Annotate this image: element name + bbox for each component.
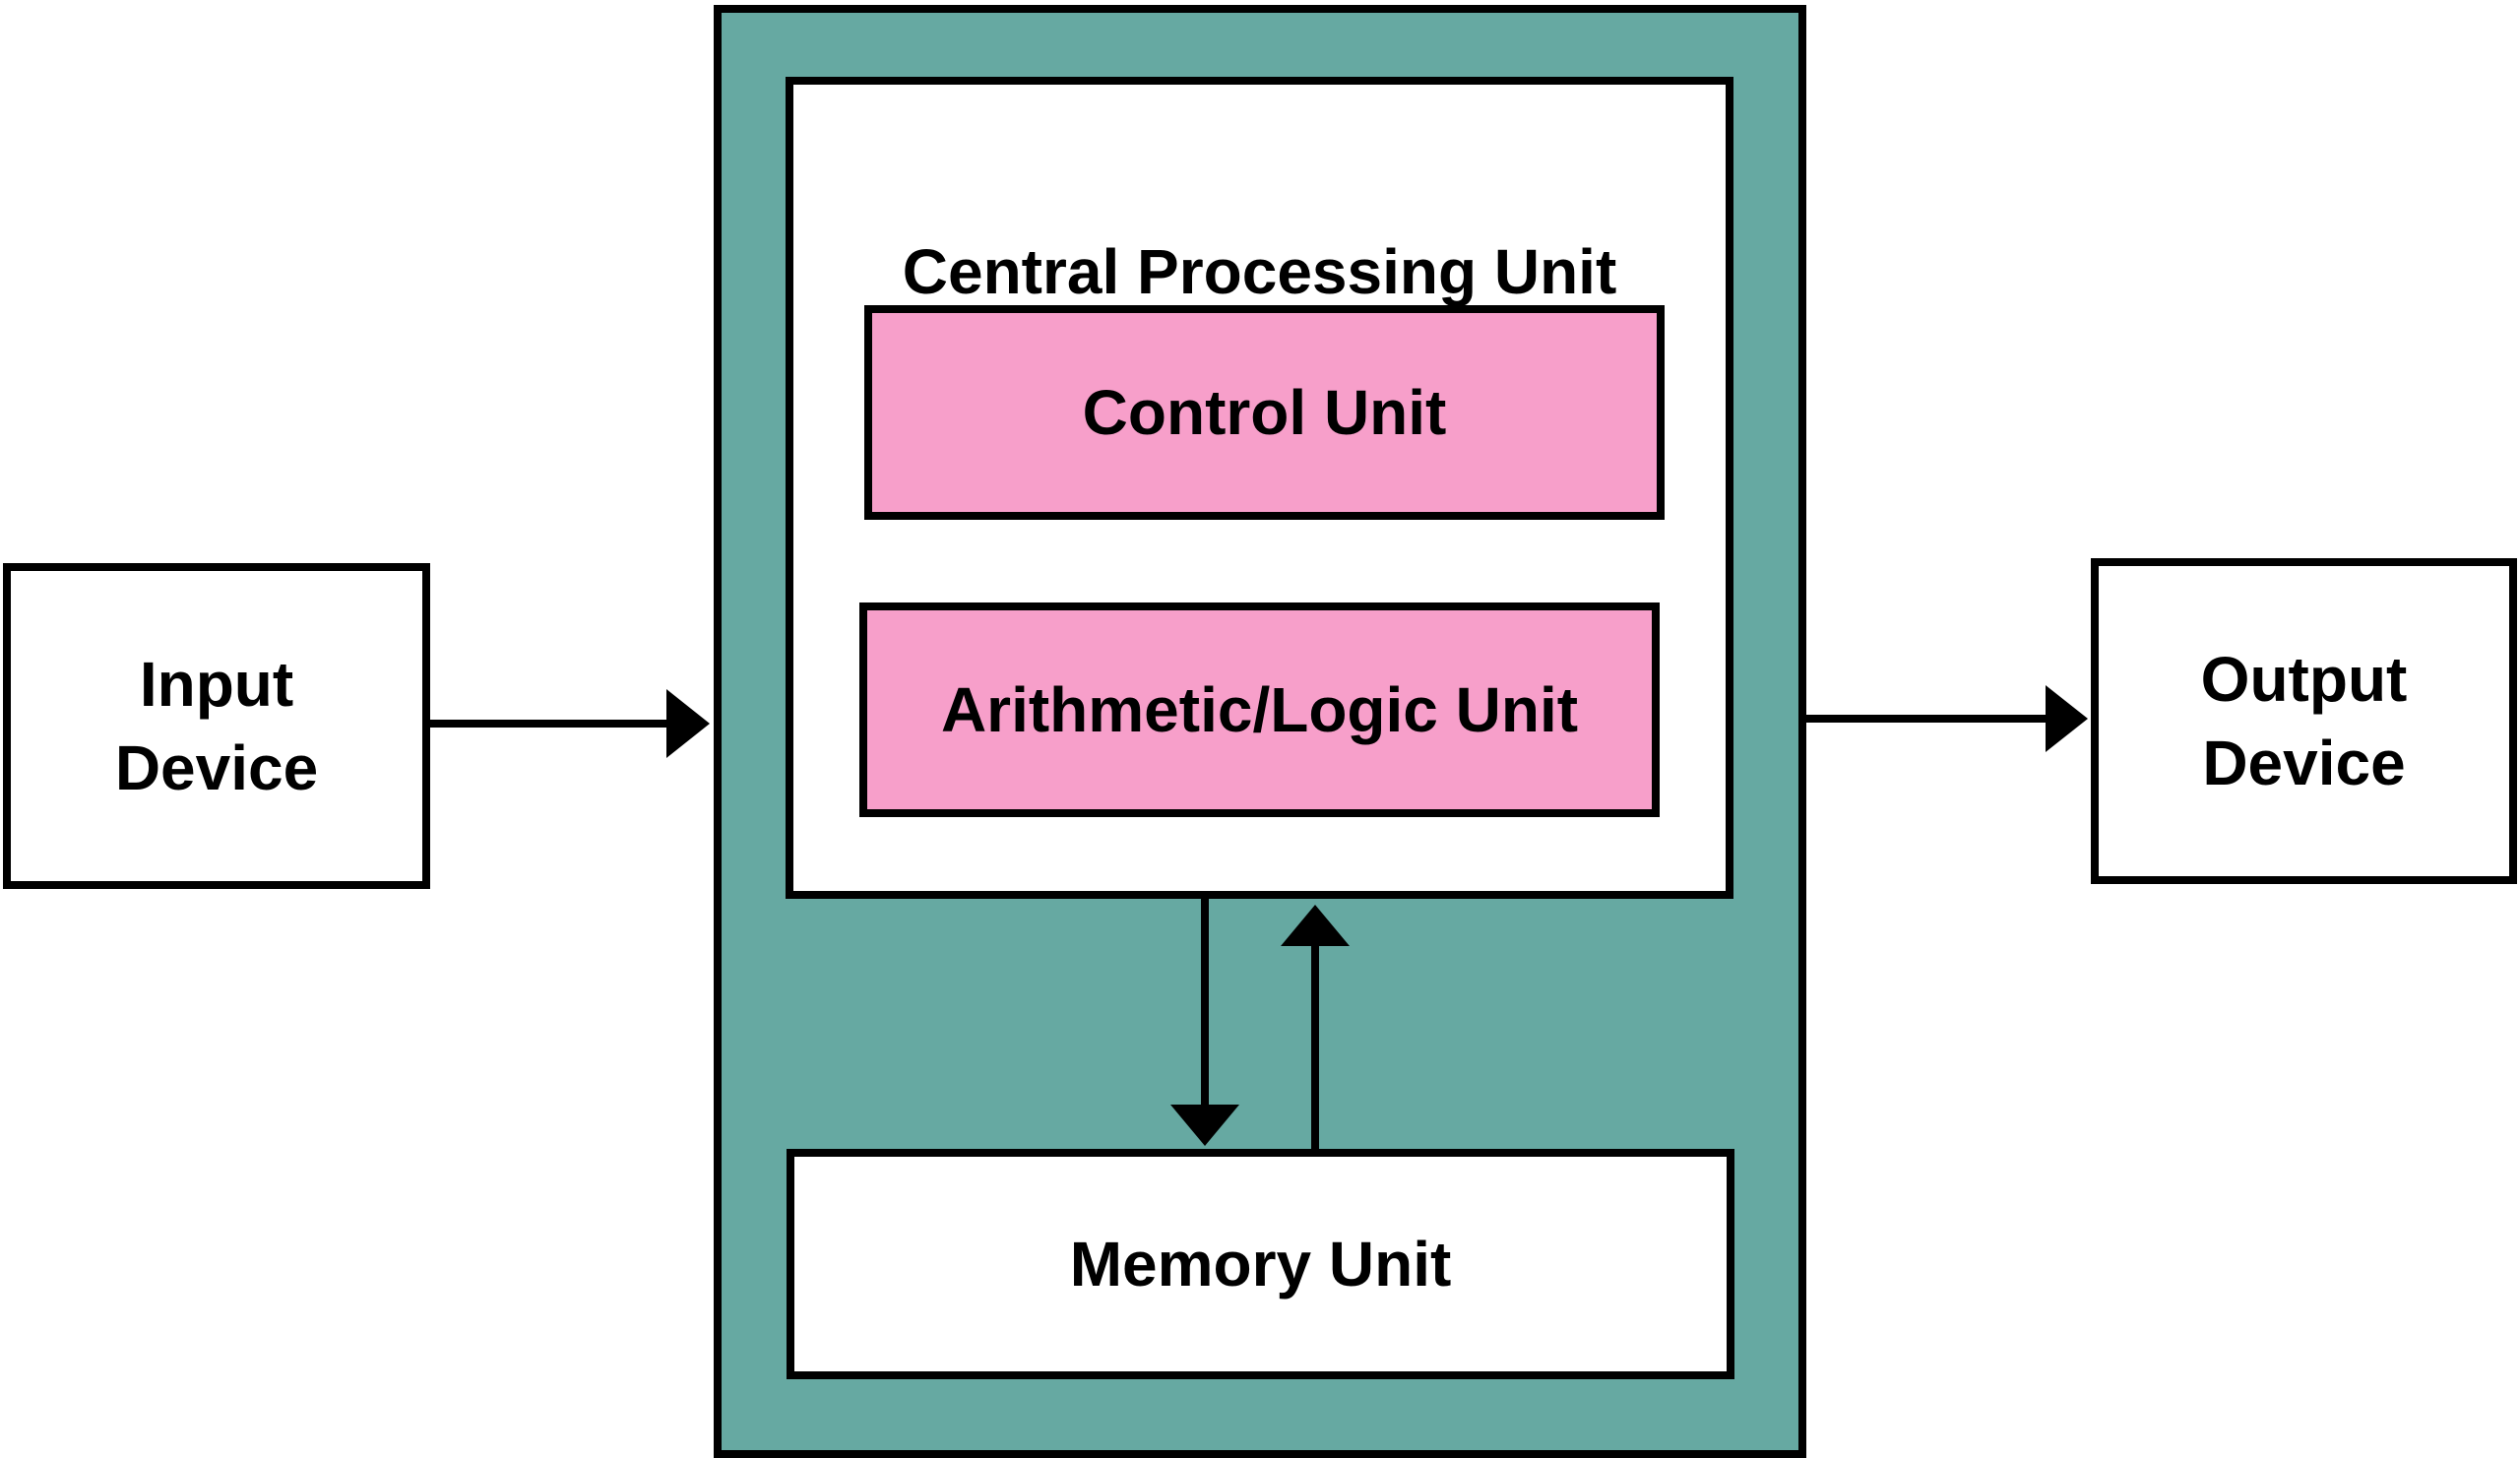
input-device-label-line1: Input — [139, 649, 294, 721]
input-device-label-line2: Device — [114, 731, 319, 803]
memory-unit-box: Memory Unit — [787, 1149, 1734, 1379]
alu-label: Arithmetic/Logic Unit — [940, 673, 1579, 745]
system-to-output-arrow — [1806, 685, 2088, 752]
memory-unit-label: Memory Unit — [1069, 1228, 1452, 1300]
alu-box: Arithmetic/Logic Unit — [859, 602, 1660, 817]
input-to-system-arrow — [430, 689, 710, 758]
cpu-title: Central Processing Unit — [902, 236, 1617, 307]
control-unit-box: Control Unit — [864, 305, 1665, 520]
control-unit-label: Control Unit — [1082, 376, 1447, 448]
output-device-label-line2: Device — [2202, 727, 2406, 798]
input-device-box: Input Device — [3, 563, 430, 889]
output-device-label-line1: Output — [2200, 644, 2408, 716]
input-device-label: Input Device — [115, 643, 318, 809]
output-device-label: Output Device — [2201, 638, 2408, 804]
output-device-box: Output Device — [2091, 558, 2517, 884]
